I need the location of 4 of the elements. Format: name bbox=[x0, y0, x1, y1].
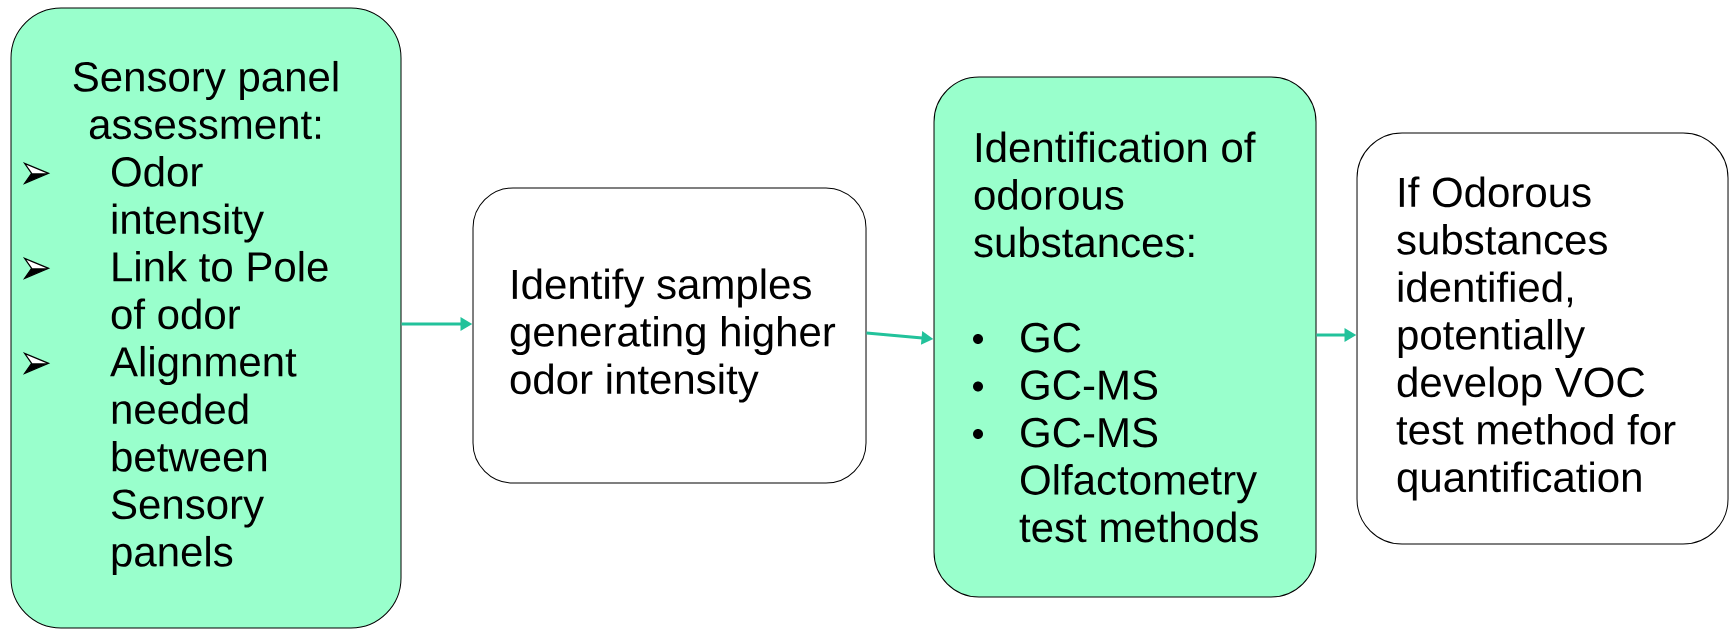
process-box: If Odorous substances identified, potentially develop VOC test method for quantification bbox=[1356, 132, 1729, 545]
process-box: Identification of odorous substances: GC GC-MS GC-MS Olfactometry test methods bbox=[933, 76, 1317, 598]
process-box: Sensory panel assessment: Odor intensity Link to Pole of odor Alignment needed between Sensory panels bbox=[10, 7, 402, 629]
process-box: Identify samples generating higher odor intensity bbox=[472, 187, 867, 484]
